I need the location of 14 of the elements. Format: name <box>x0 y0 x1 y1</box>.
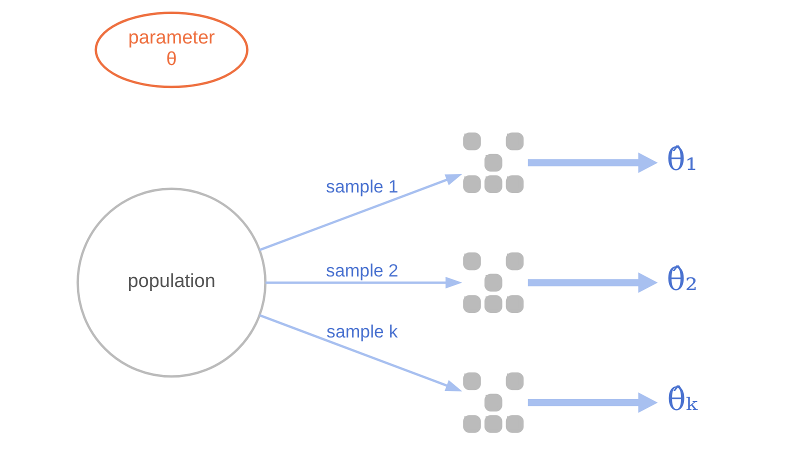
arrow <box>528 152 658 173</box>
node-ellipse: parameter θ <box>94 12 248 88</box>
arrow <box>266 276 462 288</box>
edge-label: sample k <box>326 321 398 342</box>
edge-label: sample 1 <box>326 176 398 196</box>
arrow <box>528 272 658 293</box>
node-text: θ̂ₖ <box>667 382 698 418</box>
arrow <box>259 174 462 252</box>
node-text: θ̂₁ <box>666 142 698 178</box>
node-circle: population <box>76 188 267 378</box>
node-text: θ̂₂ <box>666 262 698 298</box>
edge-label: sample 2 <box>326 260 398 281</box>
arrow <box>259 314 462 392</box>
arrow <box>528 392 658 413</box>
